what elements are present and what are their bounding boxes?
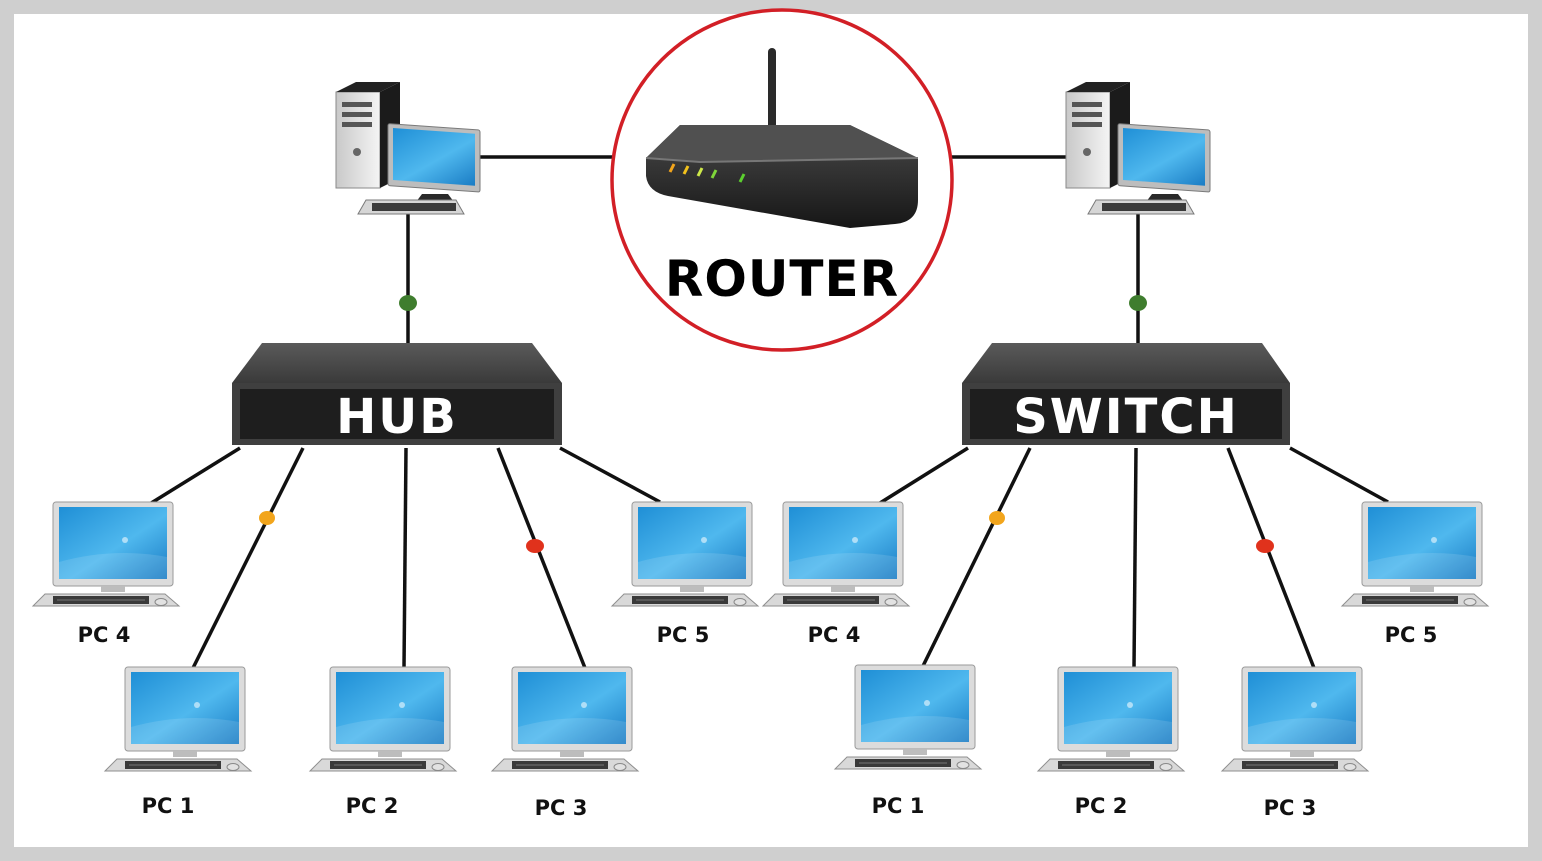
- pc-label: PC 2: [346, 794, 399, 818]
- hub-pc-2: PC 2: [309, 666, 457, 818]
- computer-monitor-icon: [104, 666, 252, 772]
- signal-dot-green: [399, 295, 417, 311]
- pc-label: PC 5: [1385, 623, 1438, 647]
- cable-hub-pc5: [559, 446, 661, 504]
- computer-monitor-icon: [309, 666, 457, 772]
- pc-label: PC 5: [657, 623, 710, 647]
- hub-pc-4: PC 4: [32, 501, 180, 647]
- cable-switch-pc5: [1289, 446, 1389, 504]
- cable-hub-pc3: [496, 447, 587, 669]
- pc-label: PC 4: [78, 623, 131, 647]
- signal-dots: [259, 295, 1274, 553]
- hub-label: HUB: [336, 389, 458, 445]
- computer-monitor-icon: [834, 664, 982, 770]
- router: ROUTER: [610, 8, 954, 352]
- switch-pc-4: PC 4: [762, 501, 910, 647]
- signal-dot-orange: [259, 511, 275, 525]
- pc-label: PC 3: [1264, 796, 1317, 820]
- cable-hub-pc1: [191, 447, 305, 669]
- computer-monitor-icon: [1221, 666, 1369, 772]
- computer-monitor-icon: [611, 501, 759, 607]
- switch-pc-5: PC 5: [1341, 501, 1489, 647]
- switch-pc-1: PC 1: [834, 664, 982, 818]
- switch-device: SWITCH: [962, 343, 1290, 445]
- cable-switch-pc2: [1132, 447, 1138, 669]
- server-right: [1065, 81, 1211, 215]
- pc-label: PC 3: [535, 796, 588, 820]
- hub-device: HUB: [232, 343, 562, 445]
- hub-pc-3: PC 3: [491, 666, 639, 820]
- computer-monitor-icon: [32, 501, 180, 607]
- hub-pc-1: PC 1: [104, 666, 252, 818]
- signal-dot-red: [526, 539, 544, 553]
- desktop-tower-icon: [335, 81, 481, 215]
- cable-hub-pc2: [402, 447, 408, 669]
- switch-pc-2: PC 2: [1037, 666, 1185, 818]
- hub-pc-5: PC 5: [611, 501, 759, 647]
- cable-switch-pc1: [921, 447, 1032, 667]
- computer-monitor-icon: [1341, 501, 1489, 607]
- switch-pc-3: PC 3: [1221, 666, 1369, 820]
- pc-label: PC 1: [872, 794, 925, 818]
- computer-monitor-icon: [1037, 666, 1185, 772]
- computer-monitor-icon: [491, 666, 639, 772]
- computer-monitor-icon: [762, 501, 910, 607]
- signal-dot-red: [1256, 539, 1274, 553]
- cable-switch-pc3: [1226, 447, 1316, 669]
- switch-label: SWITCH: [1013, 389, 1239, 445]
- wifi-router-icon: [645, 48, 919, 228]
- desktop-tower-icon: [1065, 81, 1211, 215]
- pc-label: PC 2: [1075, 794, 1128, 818]
- pc-label: PC 1: [142, 794, 195, 818]
- server-left: [335, 81, 481, 215]
- cable-hub-pc4: [147, 446, 241, 507]
- router-label: ROUTER: [665, 250, 899, 308]
- pc-label: PC 4: [808, 623, 861, 647]
- signal-dot-orange: [989, 511, 1005, 525]
- cable-switch-pc4: [879, 446, 969, 505]
- signal-dot-green: [1129, 295, 1147, 311]
- cables: [147, 155, 1389, 669]
